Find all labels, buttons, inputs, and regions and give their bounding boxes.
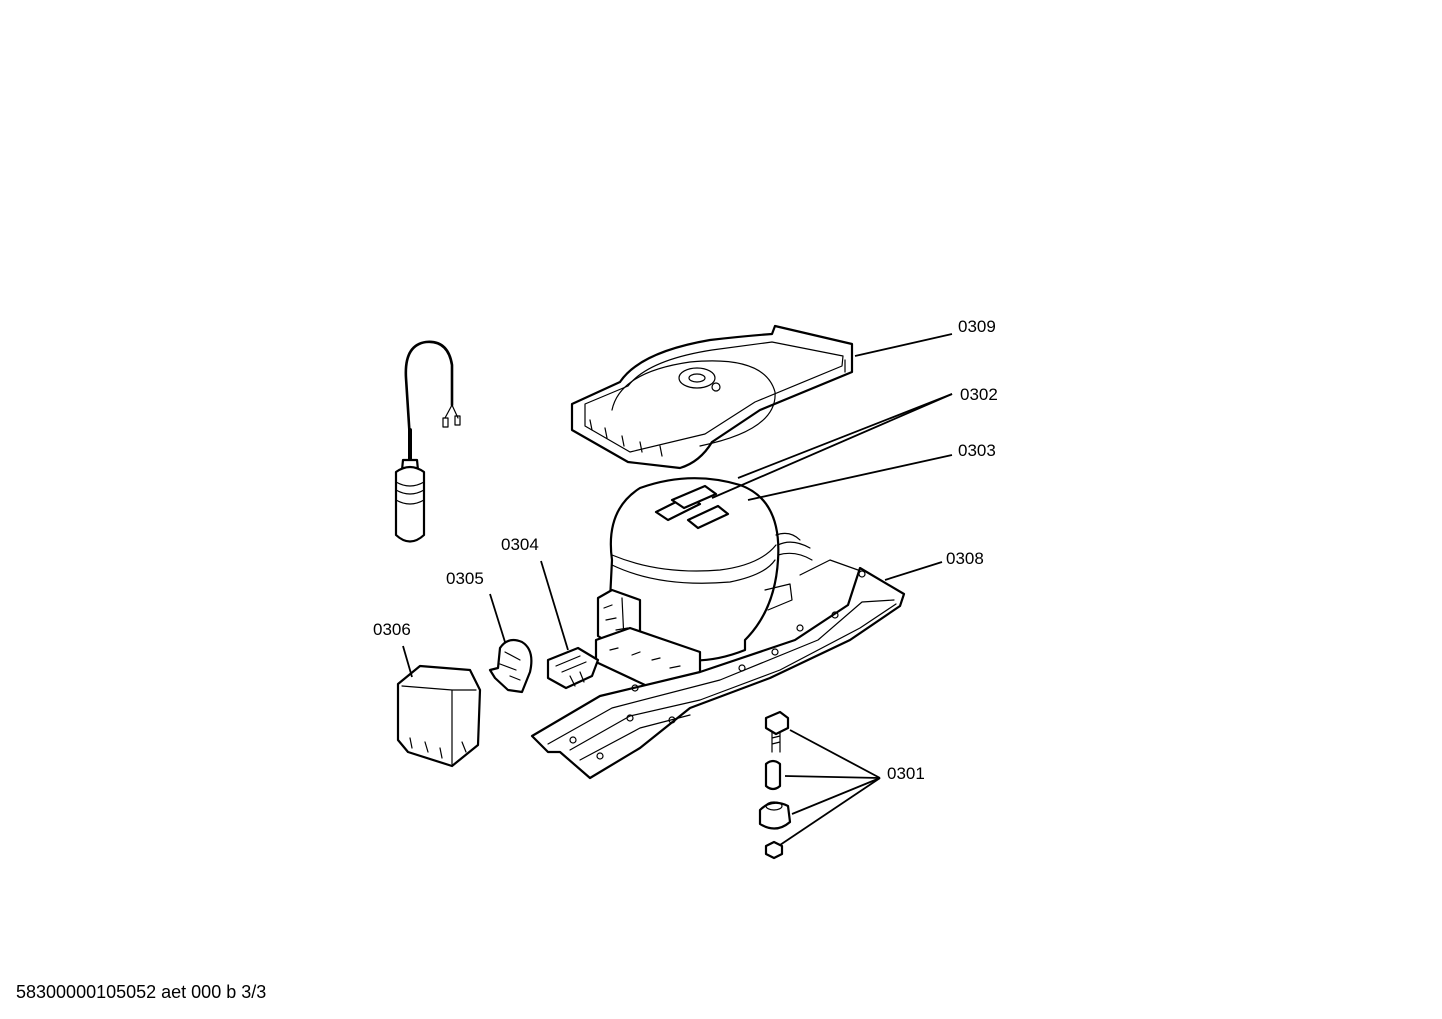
label-0302: 0302 (960, 385, 998, 404)
starter-relay-part (546, 646, 600, 690)
fastener-set-part (758, 710, 792, 860)
document-id-footer: 58300000105052 aet 000 b 3/3 (16, 982, 267, 1002)
leader-lines (402, 333, 953, 846)
label-0309: 0309 (958, 317, 996, 336)
label-0301: 0301 (887, 764, 925, 783)
label-0308: 0308 (946, 549, 984, 568)
label-0306: 0306 (373, 620, 411, 639)
overload-protector-part (488, 638, 533, 694)
capacitor-part (394, 340, 461, 543)
mounting-rail-part (530, 559, 906, 780)
drip-tray-part (570, 324, 854, 470)
label-0305: 0305 (446, 569, 484, 588)
label-0303: 0303 (958, 441, 996, 460)
terminal-cover-part (396, 664, 482, 768)
label-0304: 0304 (501, 535, 539, 554)
compressor-part (594, 477, 813, 694)
